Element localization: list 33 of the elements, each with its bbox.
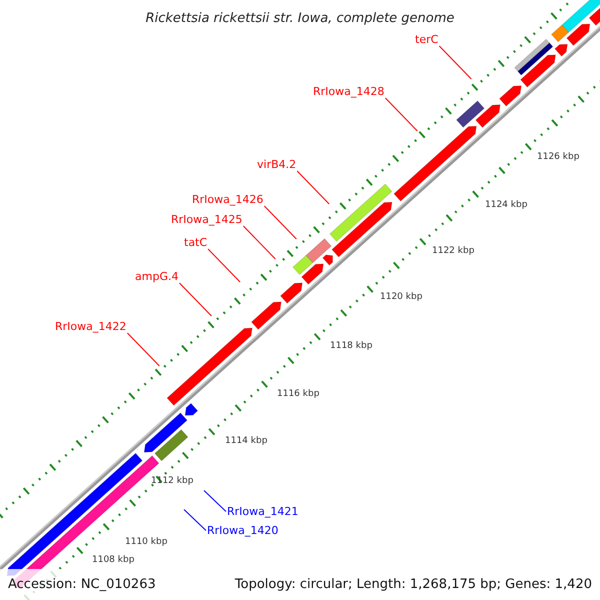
gene-label: RrIowa_1421 [227,506,298,517]
scale-label: 1108 kbp [92,556,134,565]
scale-label: 1122 kbp [432,247,474,256]
gene-label: RrIowa_1422 [55,321,126,332]
gene-label: virB4.2 [257,159,296,170]
gene-label: RrIowa_1426 [192,194,264,205]
scale-label: 1118 kbp [330,342,372,351]
leader-line [204,490,226,512]
gene-label: RrIowa_1425 [171,214,242,225]
leader-line [242,226,276,260]
scale-label: 1124 kbp [485,201,528,210]
gene-label: terC [415,34,438,45]
leader-line [384,98,418,132]
leader-line [126,332,160,366]
scale-label: 1126 kbp [537,153,580,162]
leader-line [264,206,297,240]
accession-text: Accession: NC_010263 [8,578,156,591]
scale-label: 1120 kbp [380,293,422,302]
scale-label: 1114 kbp [225,437,268,446]
leader-line [208,248,241,282]
leader-line [438,46,472,80]
genome-info-text: Topology: circular; Length: 1,268,175 bp; Genes: 1,420 [234,578,592,591]
scale-label: 1116 kbp [277,390,320,399]
leader-line [178,282,212,316]
gene-label: ampG.4 [135,271,178,282]
diagram-title: Rickettsia rickettsii str. Iowa, complete genome [144,11,456,26]
gene-label: RrIowa_1428 [313,86,384,97]
gene-label: RrIowa_1420 [207,525,278,536]
leader-line [184,509,206,531]
scale-label: 1112 kbp [151,477,194,486]
leader-line [296,170,330,204]
scale-label: 1110 kbp [125,538,168,547]
gene-label: tatC [184,237,208,248]
